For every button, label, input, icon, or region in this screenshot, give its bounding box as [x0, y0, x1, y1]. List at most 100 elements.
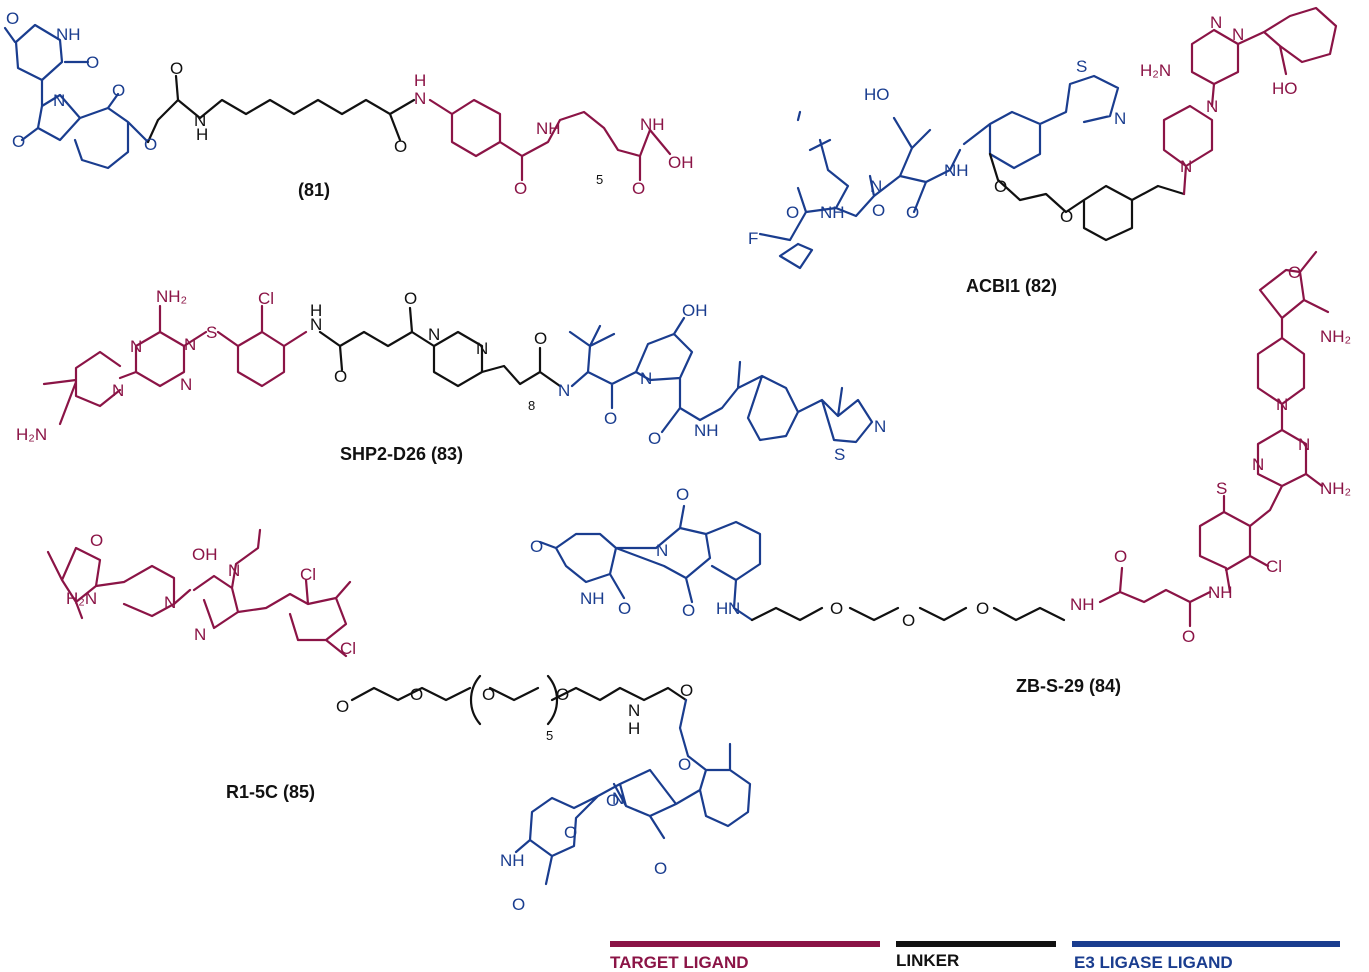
c84-linker	[750, 606, 1066, 622]
c84-o-label-10: O	[1288, 263, 1301, 282]
c84-cl-label: Cl	[1266, 557, 1282, 576]
c81-n-label-2: N	[194, 111, 206, 130]
c83-n-label-9: N	[640, 369, 652, 388]
c82-n-label-5: N	[1232, 25, 1244, 44]
c82-n-label-3: N	[1180, 157, 1192, 176]
c83-nh-label: NH	[694, 421, 719, 440]
c84-nh-label: NH	[1208, 583, 1233, 602]
c85-o-label-3: O	[410, 685, 423, 704]
c85-e3-ligand	[514, 698, 752, 886]
c81-repeat-count: 5	[596, 172, 603, 187]
c84-n-label-5: N	[1276, 395, 1288, 414]
c85-o-label: O	[90, 531, 103, 550]
c84-e3-ligand	[538, 504, 762, 622]
c81-nh-label-2: NH	[536, 119, 561, 138]
compound-82: HO N NH O O O NH F S N O O N N N N H₂N H…	[748, 6, 1338, 296]
c81-oh-label: OH	[668, 153, 694, 172]
c83-o-label-4: O	[604, 409, 617, 428]
c83-n-label-4: N	[112, 381, 124, 400]
c85-o-label-4: O	[482, 685, 495, 704]
c82-linker	[988, 152, 1186, 242]
c84-n-label: N	[656, 541, 668, 560]
c85-linker	[350, 674, 688, 726]
compound-83-label: SHP2-D26 (83)	[340, 444, 463, 464]
c83-n-label-10: N	[874, 417, 886, 436]
c83-repeat-count: 8	[528, 398, 535, 413]
c81-o-label-5: O	[144, 135, 157, 154]
c85-h-label: H	[628, 719, 640, 738]
c82-nh-label: NH	[820, 203, 845, 222]
c85-n-label-2: N	[228, 561, 240, 580]
c84-o-label-2: O	[618, 599, 631, 618]
c81-n-label-3: N	[414, 89, 426, 108]
c85-h2n-label: H₂N	[66, 589, 97, 608]
c83-linker	[318, 306, 562, 388]
c85-nh-label: N	[628, 701, 640, 720]
c81-h-label: H	[196, 125, 208, 144]
c83-o-label-2: O	[404, 289, 417, 308]
c82-o-label-2: O	[872, 201, 885, 220]
c83-n-label-5: N	[310, 315, 322, 334]
c82-n-label-4: N	[1206, 97, 1218, 116]
c81-o-label-1: O	[6, 9, 19, 28]
compound-81-label: (81)	[298, 180, 330, 200]
compound-85: O OH H₂N N N N Cl Cl O O O 5 O N H O O O…	[46, 528, 752, 914]
c81-o-label-7: O	[394, 137, 407, 156]
c83-target-ligand	[42, 304, 308, 426]
c84-o-label-7: O	[976, 599, 989, 618]
c84-n-label-3: N	[1252, 455, 1264, 474]
c85-cl-label-1: Cl	[300, 565, 316, 584]
c85-oh-label: OH	[192, 545, 218, 564]
c82-ho-label: HO	[864, 85, 890, 104]
c85-o-label-7: O	[678, 755, 691, 774]
c83-n-label-2: N	[130, 337, 142, 356]
c83-nh2-label: NH₂	[156, 287, 187, 306]
c85-o-label-11: O	[512, 895, 525, 914]
c84-n-label-2: N	[728, 599, 740, 618]
c84-hn-label: NH	[580, 589, 605, 608]
c84-target-ligand	[1098, 250, 1330, 628]
c82-f-label: F	[748, 229, 758, 248]
c83-o-label-3: O	[534, 329, 547, 348]
c83-n-label-3: N	[180, 375, 192, 394]
c85-o-label-6: O	[680, 681, 693, 700]
c81-o-label-8: O	[514, 179, 527, 198]
c85-o-label-9: O	[654, 859, 667, 878]
c85-o-label-2: O	[336, 697, 349, 716]
c85-o-label-8: O	[606, 791, 619, 810]
c81-o-label-6: O	[170, 59, 183, 78]
c81-phthalimide	[20, 78, 150, 170]
compound-84: O NH O N O O H N O O O NH O O NH Cl S N …	[530, 250, 1351, 696]
c81-o-label-4: O	[12, 132, 25, 151]
c82-target-ligand	[1162, 6, 1338, 196]
legend-linker-label: LINKER	[896, 951, 959, 970]
c84-hn-label-3: NH	[1070, 595, 1095, 614]
c82-o-label-5: O	[1060, 207, 1073, 226]
c84-o-label-9: O	[1182, 627, 1195, 646]
c84-hn-label-2: H	[716, 599, 728, 618]
c82-o-label-3: O	[906, 203, 919, 222]
c83-n-label-8: N	[558, 381, 570, 400]
c81-linker	[146, 74, 416, 144]
c85-o-label-5: O	[556, 685, 569, 704]
c81-o-label-2: O	[86, 53, 99, 72]
legend: TARGET LIGAND LINKER E3 LIGASE LIGAND	[610, 941, 1340, 972]
c81-n-label: N	[53, 91, 65, 110]
c81-h-label-2: H	[414, 71, 426, 90]
c84-o-label-8: O	[1114, 547, 1127, 566]
c82-h2n-label: H₂N	[1140, 61, 1171, 80]
compound-82-label: ACBI1 (82)	[966, 276, 1057, 296]
c84-s-label: S	[1216, 479, 1227, 498]
compound-83: NH₂ N N N N S Cl H₂N N H O O N N 8 O N O…	[16, 287, 886, 464]
c84-nh2-label: NH₂	[1320, 479, 1351, 498]
c82-nh-label-2: NH	[944, 161, 969, 180]
c81-target-ligand	[428, 98, 672, 182]
legend-e3-label: E3 LIGASE LIGAND	[1074, 953, 1233, 972]
c83-h-label: H	[310, 301, 322, 320]
c82-e3-ligand	[758, 74, 1120, 270]
c84-o-label-1: O	[530, 537, 543, 556]
c85-target-ligand	[46, 528, 352, 658]
c84-n-label-4: N	[1298, 435, 1310, 454]
c81-nh-label: NH	[56, 25, 81, 44]
